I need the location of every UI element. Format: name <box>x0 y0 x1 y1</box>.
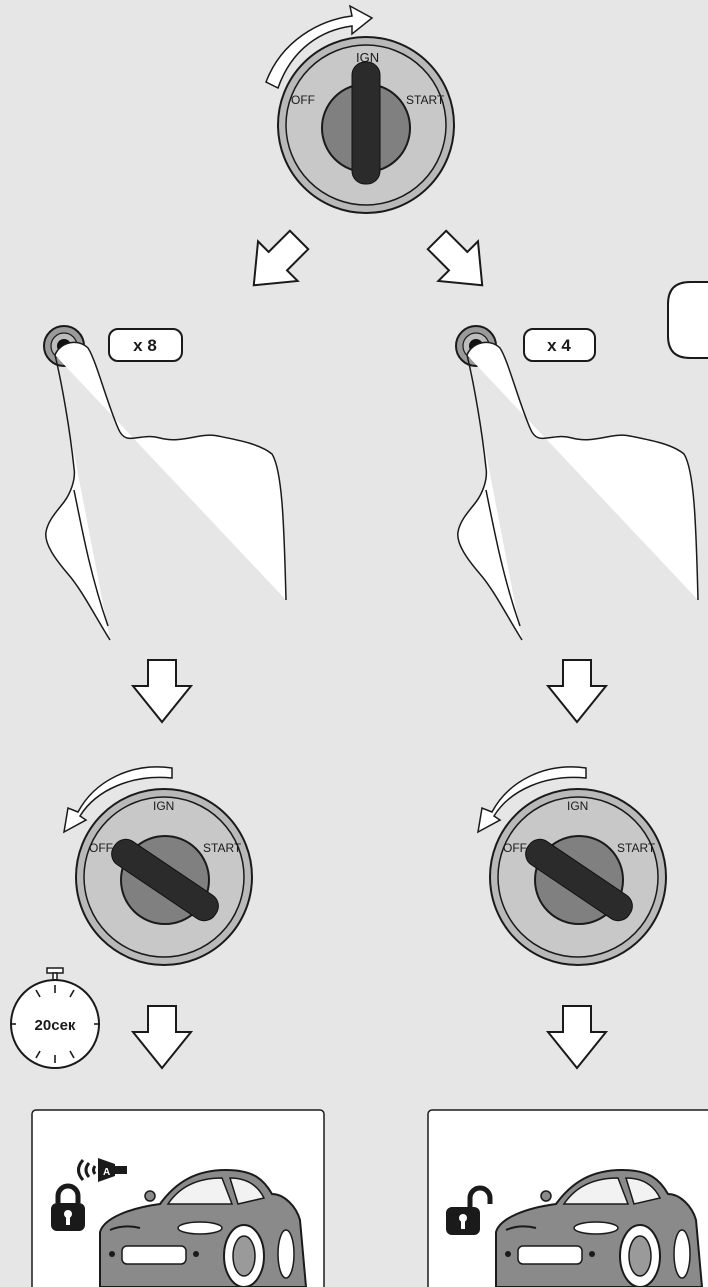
press-count-label: x 4 <box>547 336 571 355</box>
hand-icon <box>458 342 698 640</box>
right-count-badge: x 4 <box>524 329 595 361</box>
ign-label: IGN <box>153 799 174 813</box>
svg-text:A: A <box>103 1167 110 1178</box>
start-label: START <box>617 841 656 855</box>
key-blade <box>352 62 380 184</box>
diagonal-arrow-right <box>417 220 502 305</box>
press-count-label: x 8 <box>133 336 157 355</box>
off-label: OFF <box>291 93 315 107</box>
right-ignition: IGN OFF START <box>478 767 666 965</box>
down-arrow <box>548 1006 606 1068</box>
down-arrow <box>548 660 606 722</box>
left-ignition: IGN OFF START <box>64 767 252 965</box>
off-label: OFF <box>503 841 527 855</box>
start-label: START <box>406 93 445 107</box>
off-label: OFF <box>89 841 113 855</box>
result-panel-right <box>428 1110 708 1287</box>
down-arrow <box>133 660 191 722</box>
timer-label: 20сек <box>35 1017 76 1034</box>
down-arrow <box>133 1006 191 1068</box>
top-ignition: IGN OFF START <box>266 6 454 213</box>
start-label: START <box>203 841 242 855</box>
diagonal-arrow-left <box>234 220 319 305</box>
ign-label: IGN <box>356 50 379 65</box>
partial-side-panel <box>668 282 708 358</box>
left-count-badge: x 8 <box>109 329 182 361</box>
result-panel-left: A <box>32 1110 324 1287</box>
ign-label: IGN <box>567 799 588 813</box>
stopwatch-icon: 20сек <box>10 968 100 1068</box>
hand-icon <box>46 342 286 640</box>
